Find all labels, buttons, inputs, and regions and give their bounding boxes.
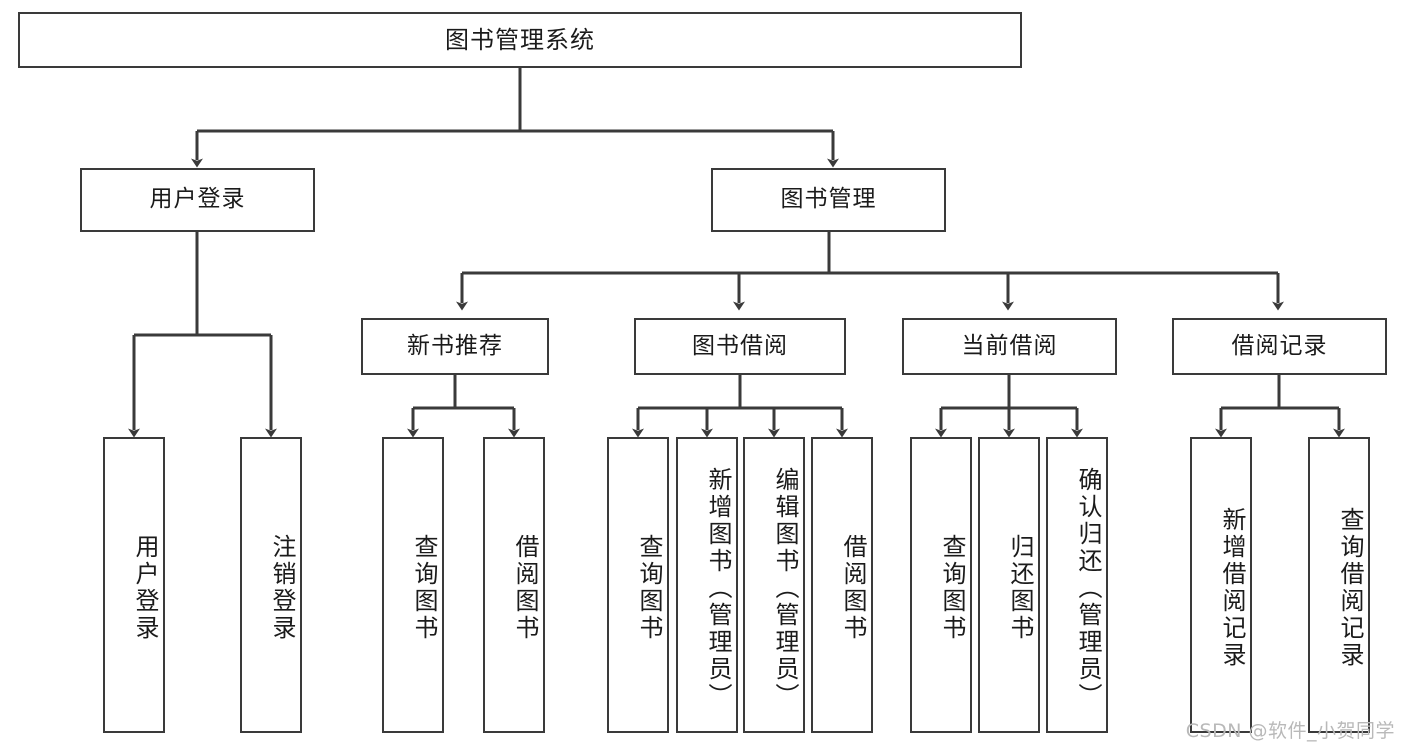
node-root-system[interactable]: 图书管理系统 [18,12,1022,68]
leaf-current-query-book[interactable]: 查询图书 [910,437,972,733]
node-label: 新增图书（管理员） [704,466,732,710]
node-label: 借阅图书 [511,534,539,642]
node-label: 用户登录 [131,534,159,642]
node-label: 查询图书 [410,534,438,642]
node-user-login[interactable]: 用户登录 [80,168,315,232]
node-label: 查询图书 [635,534,663,642]
node-label: 编辑图书（管理员） [771,466,799,710]
leaf-user-login-logout[interactable]: 注销登录 [240,437,302,733]
node-new-book-recommend[interactable]: 新书推荐 [361,318,549,375]
node-current-borrow[interactable]: 当前借阅 [902,318,1117,375]
node-label: 查询借阅记录 [1336,507,1364,669]
leaf-new-book-borrow[interactable]: 借阅图书 [483,437,545,733]
node-label: 查询图书 [938,534,966,642]
node-label: 确认归还（管理员） [1074,466,1102,710]
leaf-borrow-query-book[interactable]: 查询图书 [607,437,669,733]
watermark-text: CSDN @软件_小贺同学 [1185,720,1395,742]
node-label: 图书管理系统 [445,25,595,54]
leaf-current-confirm-return[interactable]: 确认归还（管理员） [1046,437,1108,733]
node-label: 借阅记录 [1231,332,1328,359]
node-book-management[interactable]: 图书管理 [711,168,946,232]
leaf-user-login-login[interactable]: 用户登录 [103,437,165,733]
node-label: 图书借阅 [692,332,788,359]
node-label: 图书管理 [780,186,877,213]
node-label: 新书推荐 [407,332,503,359]
node-label: 用户登录 [149,186,246,213]
node-book-borrow[interactable]: 图书借阅 [634,318,846,375]
node-label: 当前借阅 [961,332,1058,359]
leaf-record-add-record[interactable]: 新增借阅记录 [1190,437,1252,733]
node-label: 归还图书 [1006,534,1034,642]
node-label: 新增借阅记录 [1218,507,1246,669]
leaf-new-book-query[interactable]: 查询图书 [382,437,444,733]
leaf-borrow-add-book[interactable]: 新增图书（管理员） [676,437,738,733]
node-label: 注销登录 [268,534,296,642]
node-borrow-record[interactable]: 借阅记录 [1172,318,1387,375]
leaf-current-return-book[interactable]: 归还图书 [978,437,1040,733]
leaf-borrow-borrow-book[interactable]: 借阅图书 [811,437,873,733]
leaf-borrow-edit-book[interactable]: 编辑图书（管理员） [743,437,805,733]
leaf-record-query-record[interactable]: 查询借阅记录 [1308,437,1370,733]
node-label: 借阅图书 [839,534,867,642]
